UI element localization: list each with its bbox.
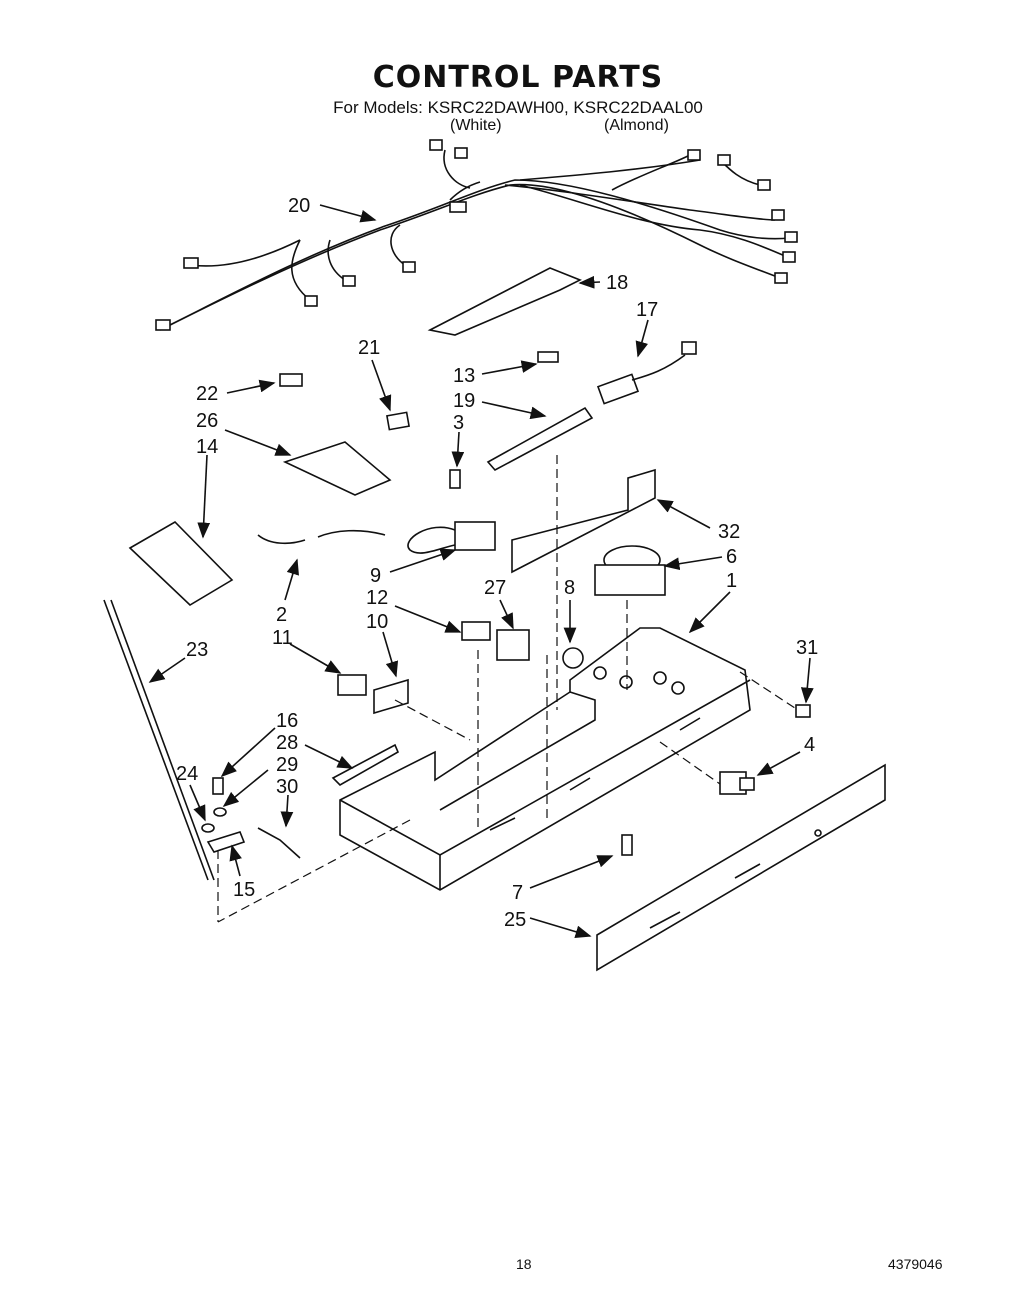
callout-23: 23 — [186, 639, 208, 661]
part-label-27 — [496, 629, 530, 661]
part-screw-3 — [449, 469, 461, 489]
part-socket-4 — [719, 771, 755, 795]
callout-15: 15 — [233, 879, 255, 901]
page-title: CONTROL PARTS — [372, 60, 664, 95]
callout-10: 10 — [366, 611, 388, 633]
part-trim-25 — [596, 763, 886, 972]
callout-22: 22 — [196, 383, 218, 405]
part-screw-16 — [212, 777, 224, 795]
models-line: For Models: KSRC22DAWH00, KSRC22DAAL00 — [333, 98, 703, 117]
part-thermistor — [486, 406, 594, 472]
part-spring-30 — [257, 827, 301, 859]
part-clip-22 — [279, 373, 303, 387]
callout-14: 14 — [196, 436, 218, 458]
callout-18: 18 — [606, 272, 628, 294]
part-housing-1 — [339, 627, 751, 891]
callout-21: 21 — [358, 337, 380, 359]
part-switch-9 — [407, 521, 496, 554]
part-tube-2b — [317, 529, 386, 538]
part-screw-31 — [795, 704, 811, 718]
callout-27: 27 — [484, 577, 506, 599]
part-grommet-8 — [562, 647, 584, 669]
part-lever-15 — [206, 831, 246, 853]
callout-9: 9 — [370, 565, 381, 587]
part-wiring-harness — [155, 139, 798, 331]
callout-17: 17 — [636, 299, 658, 321]
part-clip-12 — [461, 621, 491, 641]
part-washer-24 — [201, 823, 215, 833]
part-screw-13 — [537, 351, 559, 363]
callout-leaders — [148, 204, 814, 938]
variant-white: (White) — [450, 117, 502, 134]
callout-25: 25 — [504, 909, 526, 931]
callout-12: 12 — [366, 587, 388, 609]
callout-24: 24 — [176, 763, 198, 785]
page-number: 18 — [516, 1256, 532, 1272]
callout-26: 26 — [196, 410, 218, 432]
part-cover — [427, 267, 582, 336]
part-control-6 — [594, 545, 666, 596]
callout-3: 3 — [453, 412, 464, 434]
part-bracket-26 — [282, 441, 392, 496]
part-label-32 — [511, 468, 656, 574]
part-sensor-17 — [596, 341, 697, 405]
callout-29: 29 — [276, 754, 298, 776]
part-tube-2a — [257, 534, 306, 545]
callout-8: 8 — [564, 577, 575, 599]
part-rod-23 — [103, 599, 209, 881]
part-bracket-28 — [331, 743, 400, 786]
callout-32: 32 — [718, 521, 740, 543]
callout-4: 4 — [804, 734, 815, 756]
callout-2: 2 — [276, 604, 287, 626]
callout-11: 11 — [272, 627, 293, 649]
part-washer-29 — [213, 807, 227, 817]
callout-6: 6 — [726, 546, 737, 568]
part-clip-11 — [337, 674, 367, 696]
callout-13: 13 — [453, 365, 475, 387]
variant-almond: (Almond) — [604, 117, 669, 134]
part-screw-7 — [621, 834, 633, 856]
part-label-10 — [373, 678, 409, 715]
callout-16: 16 — [276, 710, 298, 732]
callout-28: 28 — [276, 732, 298, 754]
callout-19: 19 — [453, 390, 475, 412]
callout-31: 31 — [796, 637, 818, 659]
callout-30: 30 — [276, 776, 298, 798]
callout-20: 20 — [288, 195, 310, 217]
part-shield-14 — [128, 520, 234, 606]
callout-1: 1 — [726, 570, 737, 592]
callout-7: 7 — [512, 882, 523, 904]
part-clip-21 — [386, 411, 410, 431]
document-number: 4379046 — [888, 1256, 943, 1272]
